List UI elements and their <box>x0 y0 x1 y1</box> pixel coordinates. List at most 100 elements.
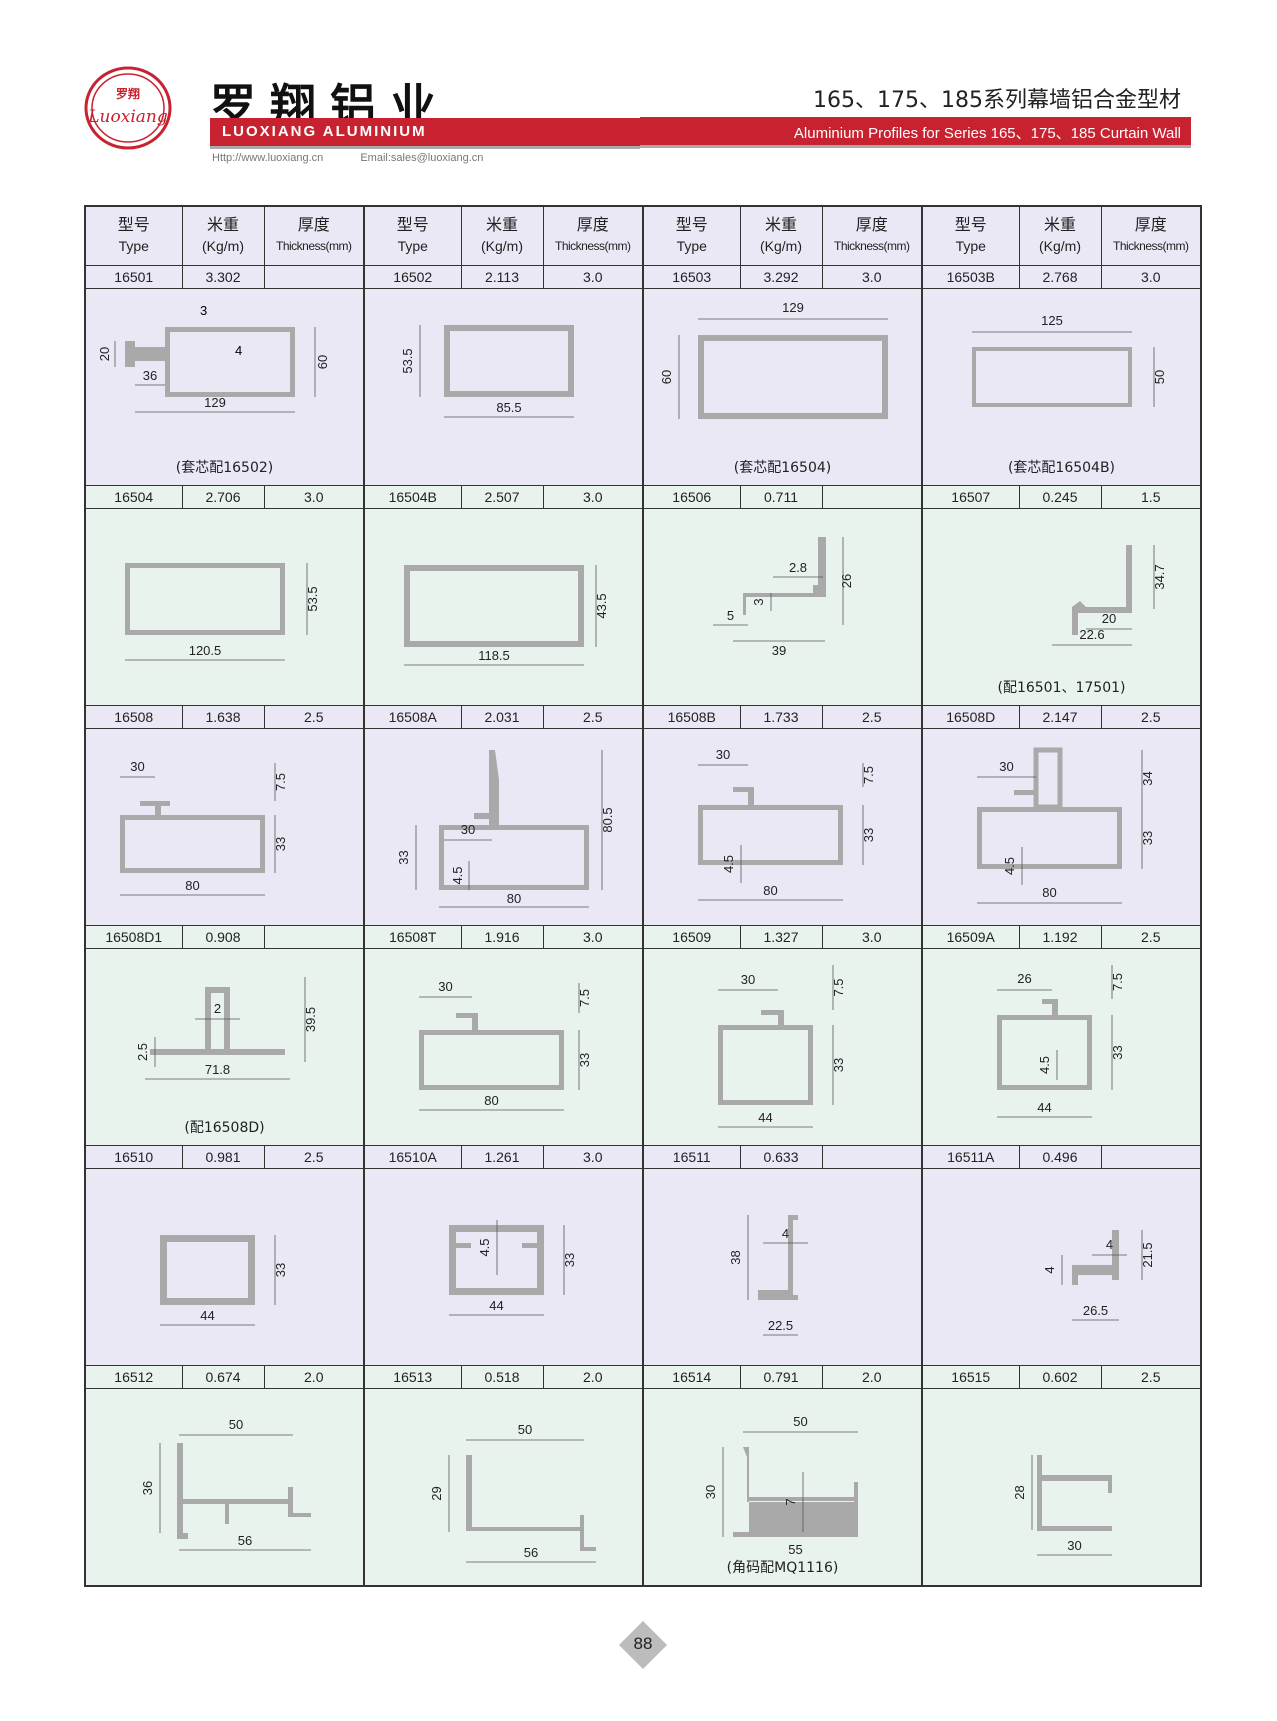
profile-note: (角码配MQ1116) <box>726 1560 839 1576</box>
page-title-en: Aluminium Profiles for Series 165、175、18… <box>793 125 1181 142</box>
svg-text:34.7: 34.7 <box>1152 564 1167 589</box>
cell-weight: 1.638 <box>181 705 265 729</box>
cell-weight: 3.302 <box>181 265 265 289</box>
svg-text:33: 33 <box>273 1262 288 1276</box>
title-bar <box>640 117 1191 145</box>
svg-text:34: 34 <box>1140 771 1155 785</box>
svg-text:30: 30 <box>715 747 729 762</box>
cell-type: 16503B <box>921 265 1020 289</box>
cell-thickness: 2.5 <box>263 705 365 729</box>
svg-text:21.5: 21.5 <box>1140 1242 1155 1267</box>
cell-type: 16503 <box>642 265 741 289</box>
svg-text:118.5: 118.5 <box>478 648 510 663</box>
cell-weight: 1.192 <box>1018 925 1102 949</box>
svg-text:39: 39 <box>771 643 785 658</box>
svg-text:33: 33 <box>577 1052 592 1066</box>
svg-text:80: 80 <box>185 878 199 893</box>
profile-cross-section-icon: 4.5 33 44 <box>448 1219 577 1315</box>
email-link[interactable]: Email:sales@luoxiang.cn <box>360 152 484 164</box>
profile-drawing-cell: 4.5 33 44 <box>363 1168 644 1366</box>
svg-text:80: 80 <box>484 1093 498 1108</box>
svg-text:33: 33 <box>1140 830 1155 844</box>
cell-weight: 0.791 <box>739 1365 823 1389</box>
cell-weight: 1.916 <box>460 925 544 949</box>
svg-text:7.5: 7.5 <box>1110 972 1125 990</box>
svg-text:2: 2 <box>213 1001 220 1016</box>
cell-weight: 2.147 <box>1018 705 1102 729</box>
profile-note: (套芯配16504) <box>733 460 832 476</box>
svg-text:4.5: 4.5 <box>721 854 736 872</box>
cell-weight: 0.518 <box>460 1365 544 1389</box>
cell-weight: 0.633 <box>739 1145 823 1169</box>
svg-text:4.5: 4.5 <box>477 1238 492 1256</box>
cell-type: 16506 <box>642 485 741 509</box>
svg-text:71.8: 71.8 <box>204 1062 229 1077</box>
svg-text:30: 30 <box>703 1485 718 1499</box>
svg-text:53.5: 53.5 <box>305 586 320 611</box>
svg-text:22.6: 22.6 <box>1079 627 1104 642</box>
cell-thickness: 3.0 <box>542 485 644 509</box>
svg-text:Luoxiang: Luoxiang <box>87 107 168 127</box>
svg-text:4: 4 <box>1042 1266 1057 1273</box>
svg-text:44: 44 <box>489 1298 503 1313</box>
profile-cross-section-icon: 53.585.5 <box>400 324 574 417</box>
svg-text:125: 125 <box>1041 313 1063 328</box>
cell-weight: 0.908 <box>181 925 265 949</box>
svg-text:50: 50 <box>517 1422 531 1437</box>
svg-text:33: 33 <box>861 827 876 841</box>
website-link[interactable]: Http://www.luoxiang.cn <box>212 152 324 164</box>
cell-thickness: 3.0 <box>821 265 923 289</box>
svg-text:56: 56 <box>523 1545 537 1560</box>
cell-thickness <box>1100 1145 1202 1169</box>
cell-thickness: 3.0 <box>1100 265 1202 289</box>
svg-text:28: 28 <box>1012 1485 1027 1499</box>
svg-text:80: 80 <box>1042 885 1056 900</box>
svg-text:4: 4 <box>1105 1237 1112 1252</box>
cell-thickness: 2.5 <box>263 1145 365 1169</box>
svg-text:129: 129 <box>204 395 226 410</box>
cell-type: 16512 <box>84 1365 183 1389</box>
profile-note: (配16508D) <box>184 1120 265 1136</box>
svg-text:56: 56 <box>237 1533 251 1548</box>
cell-weight: 2.507 <box>460 485 544 509</box>
cell-type: 16508 <box>84 705 183 729</box>
svg-text:3: 3 <box>751 598 766 605</box>
cell-thickness: 3.0 <box>821 925 923 949</box>
cell-thickness: 2.5 <box>1100 705 1202 729</box>
svg-text:26: 26 <box>839 573 854 587</box>
cell-weight: 0.602 <box>1018 1365 1102 1389</box>
profile-note: (配16501、17501) <box>997 680 1126 696</box>
cell-type: 16508D1 <box>84 925 183 949</box>
page-number: 88 <box>633 1634 653 1653</box>
cell-thickness <box>821 1145 923 1169</box>
cell-thickness: 2.0 <box>542 1365 644 1389</box>
cell-weight: 2.113 <box>460 265 544 289</box>
svg-text:4.5: 4.5 <box>450 866 465 884</box>
svg-text:33: 33 <box>1110 1045 1125 1059</box>
svg-text:30: 30 <box>999 759 1013 774</box>
svg-text:33: 33 <box>562 1252 577 1266</box>
cell-weight: 2.768 <box>1018 265 1102 289</box>
